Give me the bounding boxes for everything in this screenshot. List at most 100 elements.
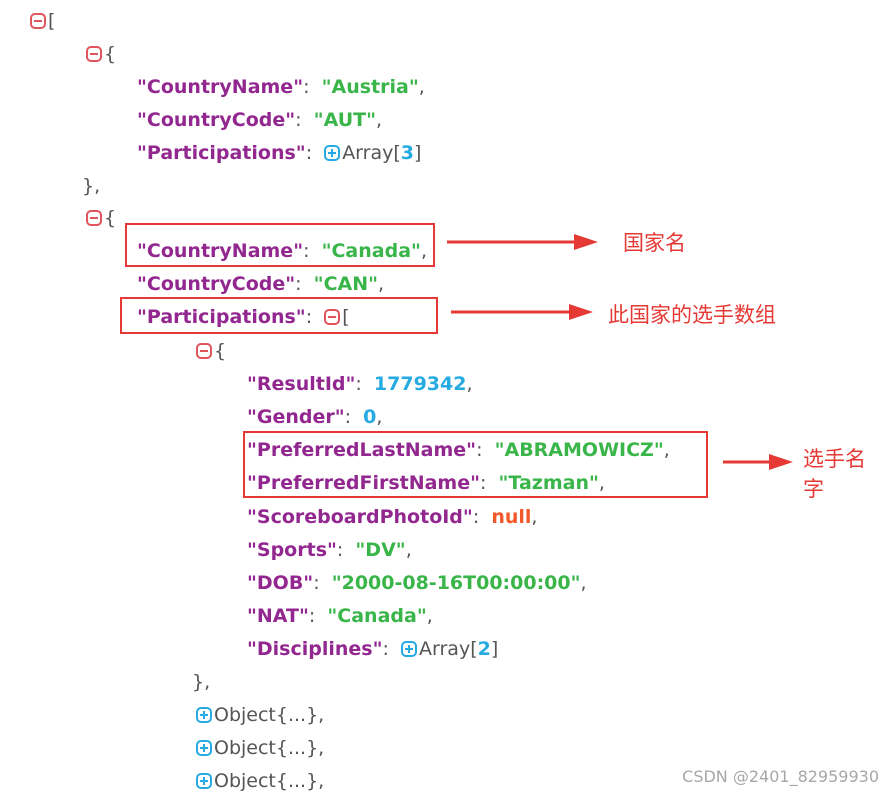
collapse-country2-icon[interactable]: [86, 210, 102, 226]
first-name-line: "PreferredFirstName": "Tazman",: [247, 468, 605, 498]
array-open-bracket: [: [470, 638, 478, 660]
colon: :: [308, 605, 316, 627]
expand-disciplines-icon[interactable]: [401, 641, 418, 657]
participant-close-line: },: [192, 667, 210, 697]
participant-close-brace: },: [192, 671, 211, 693]
country2-name-line: "CountryName": "Canada",: [137, 236, 427, 266]
result-id-line: "ResultId": 1779342,: [247, 369, 473, 399]
annotation-athlete-name-line2: 字: [803, 477, 824, 501]
comma: ,: [420, 240, 427, 262]
country2-participations-line: "Participations": [: [137, 302, 350, 332]
colon: :: [303, 76, 310, 98]
country1-code-key: "CountryCode": [137, 109, 296, 131]
colon: :: [295, 273, 302, 295]
expand-object-icon[interactable]: [196, 773, 212, 789]
array-count: 2: [477, 638, 491, 660]
collapse-root-icon[interactable]: [30, 13, 46, 29]
colon: :: [313, 572, 320, 594]
last-name-line: "PreferredLastName": "ABRAMOWICZ",: [247, 435, 670, 465]
comma: ,: [418, 76, 425, 98]
collapse-country2-participations-icon[interactable]: [324, 309, 341, 325]
annotation-country-name: 国家名: [623, 231, 686, 255]
annotation-athlete-name-line1: 选手名: [803, 447, 866, 471]
disciplines-key: "Disciplines": [247, 638, 383, 660]
nat-key: "NAT": [247, 605, 309, 627]
nat-value: "Canada": [327, 605, 427, 627]
array-label: Array: [419, 638, 471, 660]
comma: ,: [426, 605, 433, 627]
dob-value: "2000-08-16T00:00:00": [331, 572, 581, 594]
collapse-participant-icon[interactable]: [196, 343, 212, 359]
array-close-bracket: ]: [414, 142, 422, 164]
comma: ,: [405, 539, 412, 561]
nat-line: "NAT": "Canada",: [247, 601, 433, 631]
root-open-bracket: [: [48, 10, 56, 32]
country-name-highlight-box: [125, 223, 435, 267]
comma: ,: [376, 406, 383, 428]
dob-key: "DOB": [247, 572, 314, 594]
country2-name-value: "Canada": [321, 240, 421, 262]
result-id-value: 1779342: [373, 373, 467, 395]
expand-country1-participations-icon[interactable]: [324, 145, 341, 161]
country2-open-brace: {: [104, 207, 117, 229]
first-name-key: "PreferredFirstName": [247, 472, 481, 494]
comma: ,: [375, 109, 383, 131]
photo-id-line: "ScoreboardPhotoId": null,: [247, 502, 537, 532]
collapsed-object-row: Object{...},: [196, 766, 324, 796]
comma: ,: [466, 373, 473, 395]
arrow-athlete-name: [723, 454, 793, 470]
colon: :: [336, 539, 344, 561]
gender-value: 0: [363, 406, 377, 428]
photo-id-key: "ScoreboardPhotoId": [247, 506, 473, 528]
last-name-key: "PreferredLastName": [247, 439, 477, 461]
photo-id-value: null: [491, 506, 532, 528]
result-id-key: "ResultId": [247, 373, 356, 395]
collapse-country1-icon[interactable]: [86, 46, 102, 62]
country2-code-key: "CountryCode": [137, 273, 296, 295]
array-close-bracket: ]: [490, 638, 499, 660]
country1-name-line: "CountryName": "Austria",: [137, 72, 425, 102]
colon: :: [295, 109, 302, 131]
comma: ,: [531, 506, 538, 528]
expand-object-icon[interactable]: [196, 740, 212, 756]
country1-name-key: "CountryName": [137, 76, 304, 98]
colon: :: [344, 406, 352, 428]
annotation-participants-array: 此国家的选手数组: [608, 303, 776, 327]
comma: ,: [598, 472, 605, 494]
sports-key: "Sports": [247, 539, 337, 561]
colon: :: [382, 638, 389, 660]
comma: ,: [378, 273, 385, 295]
first-name-value: "Tazman": [498, 472, 599, 494]
country1-code-line: "CountryCode": "AUT",: [137, 105, 382, 135]
participations-open-bracket: [: [342, 306, 350, 328]
colon: :: [305, 306, 313, 328]
country1-open-brace: {: [104, 43, 117, 65]
country1-name-value: "Austria": [321, 76, 419, 98]
collapsed-object-label: Object{...},: [214, 770, 325, 792]
sports-value: "DV": [355, 539, 406, 561]
colon: :: [305, 142, 313, 164]
country2-code-line: "CountryCode": "CAN",: [137, 269, 384, 299]
colon: :: [355, 373, 362, 395]
arrow-participations: [451, 304, 593, 320]
dob-line: "DOB": "2000-08-16T00:00:00",: [247, 568, 587, 598]
comma: ,: [663, 439, 670, 461]
country1-close-line: },: [82, 171, 100, 201]
sports-line: "Sports": "DV",: [247, 535, 412, 565]
colon: :: [303, 240, 310, 262]
watermark: CSDN @2401_82959930: [682, 767, 879, 786]
expand-object-icon[interactable]: [196, 707, 212, 723]
country2-name-key: "CountryName": [137, 240, 304, 262]
disciplines-line: "Disciplines": Array[2]: [247, 634, 498, 664]
country1-participations-key: "Participations": [137, 142, 306, 164]
collapsed-object-row: Object{...},: [196, 700, 324, 730]
country2-code-value: "CAN": [313, 273, 379, 295]
array-label: Array: [342, 142, 394, 164]
colon: :: [480, 472, 487, 494]
country1-code-value: "AUT": [313, 109, 376, 131]
gender-key: "Gender": [247, 406, 345, 428]
participations-highlight-box: [120, 297, 438, 334]
last-name-value: "ABRAMOWICZ": [494, 439, 664, 461]
participant-open-brace: {: [214, 340, 227, 362]
